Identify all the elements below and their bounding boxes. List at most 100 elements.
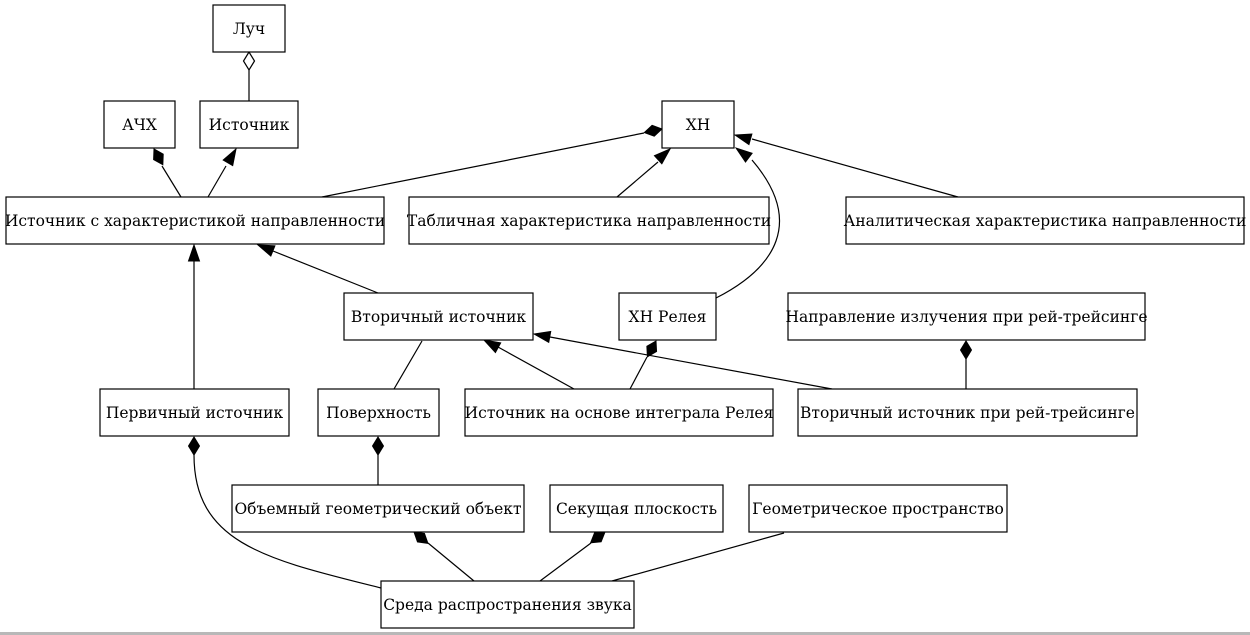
- node-label: Поверхность: [326, 404, 431, 422]
- node-poverhnost[interactable]: Поверхность: [317, 388, 440, 437]
- edge-vtor_ist-to-ist_hn: [256, 244, 379, 294]
- node-vtor-ist-ray[interactable]: Вторичный источник при рей-трейсинге: [797, 388, 1138, 437]
- edge-line: [539, 542, 592, 582]
- node-label: Луч: [233, 20, 265, 38]
- node-label: Среда распространения звука: [383, 596, 632, 614]
- edge-line: [161, 165, 182, 198]
- edge-istochnik-to-luch: [242, 50, 256, 101]
- node-luch[interactable]: Луч: [212, 4, 286, 53]
- node-label: Первичный источник: [106, 404, 284, 422]
- node-label: Источник: [209, 116, 290, 134]
- inheritance-arrowhead: [256, 244, 276, 257]
- node-achh[interactable]: АЧХ: [103, 100, 176, 149]
- node-tabl-hn[interactable]: Табличная характеристика направленности: [407, 196, 771, 245]
- edge-perv_ist-to-ist_hn: [187, 243, 201, 389]
- composition-diamond: [413, 531, 429, 544]
- node-label: Источник с характеристикой направленност…: [5, 212, 385, 230]
- edge-line: [611, 532, 785, 582]
- edge-vtor_ist_ray-to-vtor_ist: [532, 330, 833, 390]
- edge-ist_hn-to-hn: [321, 124, 663, 198]
- node-perv-ist[interactable]: Первичный источник: [99, 388, 290, 437]
- edge-tabl_hn-to-hn: [616, 147, 672, 198]
- edge-ist_integral-to-vtor_ist: [482, 339, 575, 390]
- node-hn[interactable]: ХН: [661, 100, 735, 149]
- edge-ist_hn-to-istochnik: [207, 147, 237, 198]
- edge-line: [629, 356, 648, 390]
- inheritance-arrowhead: [222, 147, 237, 167]
- edge-line: [193, 454, 382, 589]
- node-box: [103, 100, 176, 149]
- aggregation-diamond: [242, 50, 256, 72]
- edge-line: [427, 542, 475, 582]
- node-geom-prostr[interactable]: Геометрическое пространство: [748, 484, 1008, 533]
- edge-line: [616, 161, 659, 198]
- node-istochnik[interactable]: Источник: [199, 100, 299, 149]
- node-ist-hn[interactable]: Источник с характеристикой направленност…: [5, 196, 385, 245]
- node-label: ХН: [686, 116, 711, 134]
- edge-line: [393, 340, 423, 390]
- node-hn-releya[interactable]: ХН Релея: [618, 292, 717, 341]
- composition-diamond: [959, 340, 973, 360]
- node-box: [199, 100, 299, 149]
- node-vtor-ist[interactable]: Вторичный источник: [343, 292, 534, 341]
- edge-sreda-to-perv_ist: [187, 436, 382, 589]
- composition-diamond: [153, 148, 164, 166]
- node-box: [787, 292, 1146, 341]
- inheritance-arrowhead: [734, 147, 753, 163]
- edge-vtor_ist_ray-to-napr_izl: [959, 340, 973, 389]
- node-label: Вторичный источник при рей-трейсинге: [800, 404, 1135, 422]
- edge-ist_integral-to-hn_releya: [629, 340, 658, 390]
- node-label: Табличная характеристика направленности: [407, 212, 771, 230]
- node-box: [5, 196, 385, 245]
- inheritance-arrowhead: [482, 339, 502, 354]
- node-label: Объемный геометрический объект: [234, 500, 521, 518]
- node-box: [748, 484, 1008, 533]
- node-label: Геометрическое пространство: [752, 500, 1004, 518]
- node-box: [212, 4, 286, 53]
- inheritance-arrowhead: [653, 147, 672, 165]
- node-label: Источник на основе интеграла Релея: [465, 404, 774, 422]
- edge-line: [321, 132, 645, 198]
- node-box: [797, 388, 1138, 437]
- composition-diamond: [643, 124, 663, 137]
- inheritance-arrowhead: [733, 133, 753, 146]
- edge-anal_hn-to-hn: [733, 133, 959, 198]
- composition-diamond: [371, 436, 385, 456]
- edges-layer: [153, 50, 973, 589]
- node-label: ХН Релея: [629, 308, 707, 326]
- node-obj-geom[interactable]: Объемный геометрический объект: [231, 484, 525, 533]
- edge-hn_releya-to-hn: [715, 147, 780, 299]
- composition-diamond: [589, 531, 606, 544]
- node-ist-integral[interactable]: Источник на основе интеграла Релея: [464, 388, 774, 437]
- node-box: [317, 388, 440, 437]
- node-label: Вторичный источник: [351, 308, 527, 326]
- edge-line: [715, 159, 780, 299]
- inheritance-arrowhead: [187, 243, 201, 262]
- edge-sreda-to-obj_geom: [413, 531, 475, 582]
- edge-line: [497, 346, 575, 390]
- node-box: [618, 292, 717, 341]
- edge-sreda-to-geom_prostr: [611, 532, 785, 582]
- edge-line: [549, 336, 833, 390]
- edge-line: [272, 250, 379, 294]
- edge-line: [751, 138, 959, 198]
- node-sek-ploskost[interactable]: Секущая плоскость: [549, 484, 724, 533]
- node-box: [845, 196, 1245, 245]
- edge-line: [207, 165, 227, 198]
- node-napr-izl[interactable]: Направление излучения при рей-трейсинге: [785, 292, 1148, 341]
- node-box: [549, 484, 724, 533]
- node-sreda[interactable]: Среда распространения звука: [380, 580, 635, 629]
- node-box: [343, 292, 534, 341]
- node-box: [231, 484, 525, 533]
- edge-sreda-to-sek_ploskost: [539, 531, 606, 582]
- composition-diamond: [187, 436, 201, 456]
- node-box: [380, 580, 635, 629]
- node-label: Секущая плоскость: [556, 500, 717, 518]
- edge-ist_hn-to-achh: [153, 148, 182, 198]
- edge-obj_geom-to-poverhnost: [371, 436, 385, 485]
- edge-poverhnost-to-vtor_ist: [393, 340, 423, 390]
- node-anal-hn[interactable]: Аналитическая характеристика направленно…: [844, 196, 1247, 245]
- node-box: [408, 196, 770, 245]
- node-box: [464, 388, 774, 437]
